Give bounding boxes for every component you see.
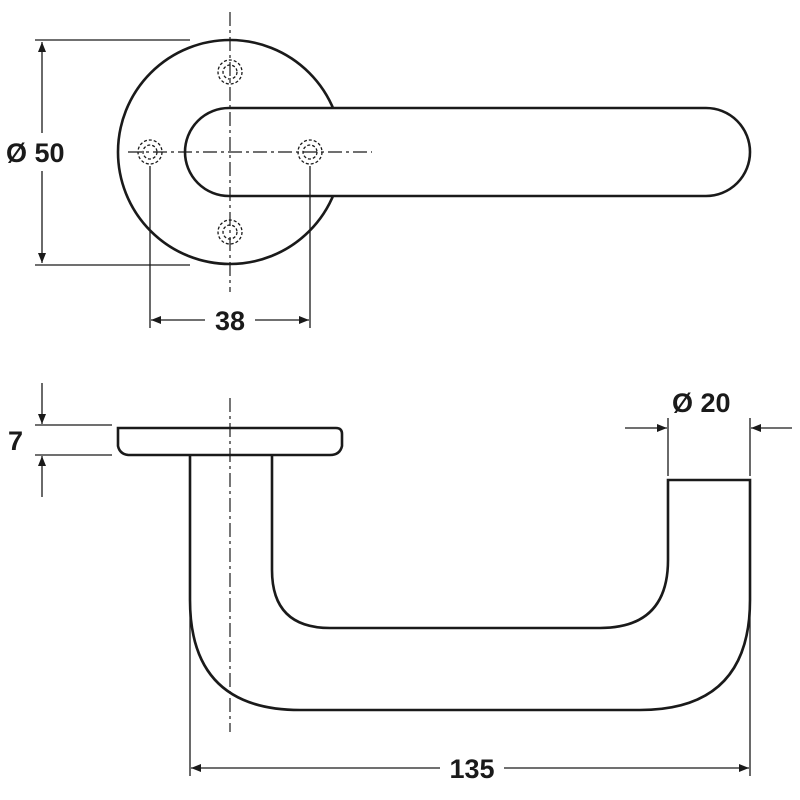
rose-plate-side — [116, 426, 344, 457]
screw-hole-bottom — [217, 219, 243, 245]
screw-holes — [137, 59, 323, 245]
screw-hole-left — [137, 139, 163, 165]
label-projection: 135 — [449, 754, 494, 784]
lever-outline-top — [183, 106, 752, 198]
lever-outline-side — [188, 455, 752, 712]
label-rose-diameter: Ø 50 — [6, 138, 65, 168]
label-screw-spacing: 38 — [215, 306, 245, 336]
label-rose-thickness: 7 — [8, 426, 23, 456]
label-lever-diameter: Ø 20 — [672, 388, 731, 418]
screw-hole-top — [217, 59, 243, 85]
side-view: 7 Ø 20 135 — [8, 383, 792, 784]
top-view: Ø 50 38 — [2, 12, 752, 336]
screw-hole-right — [297, 139, 323, 165]
